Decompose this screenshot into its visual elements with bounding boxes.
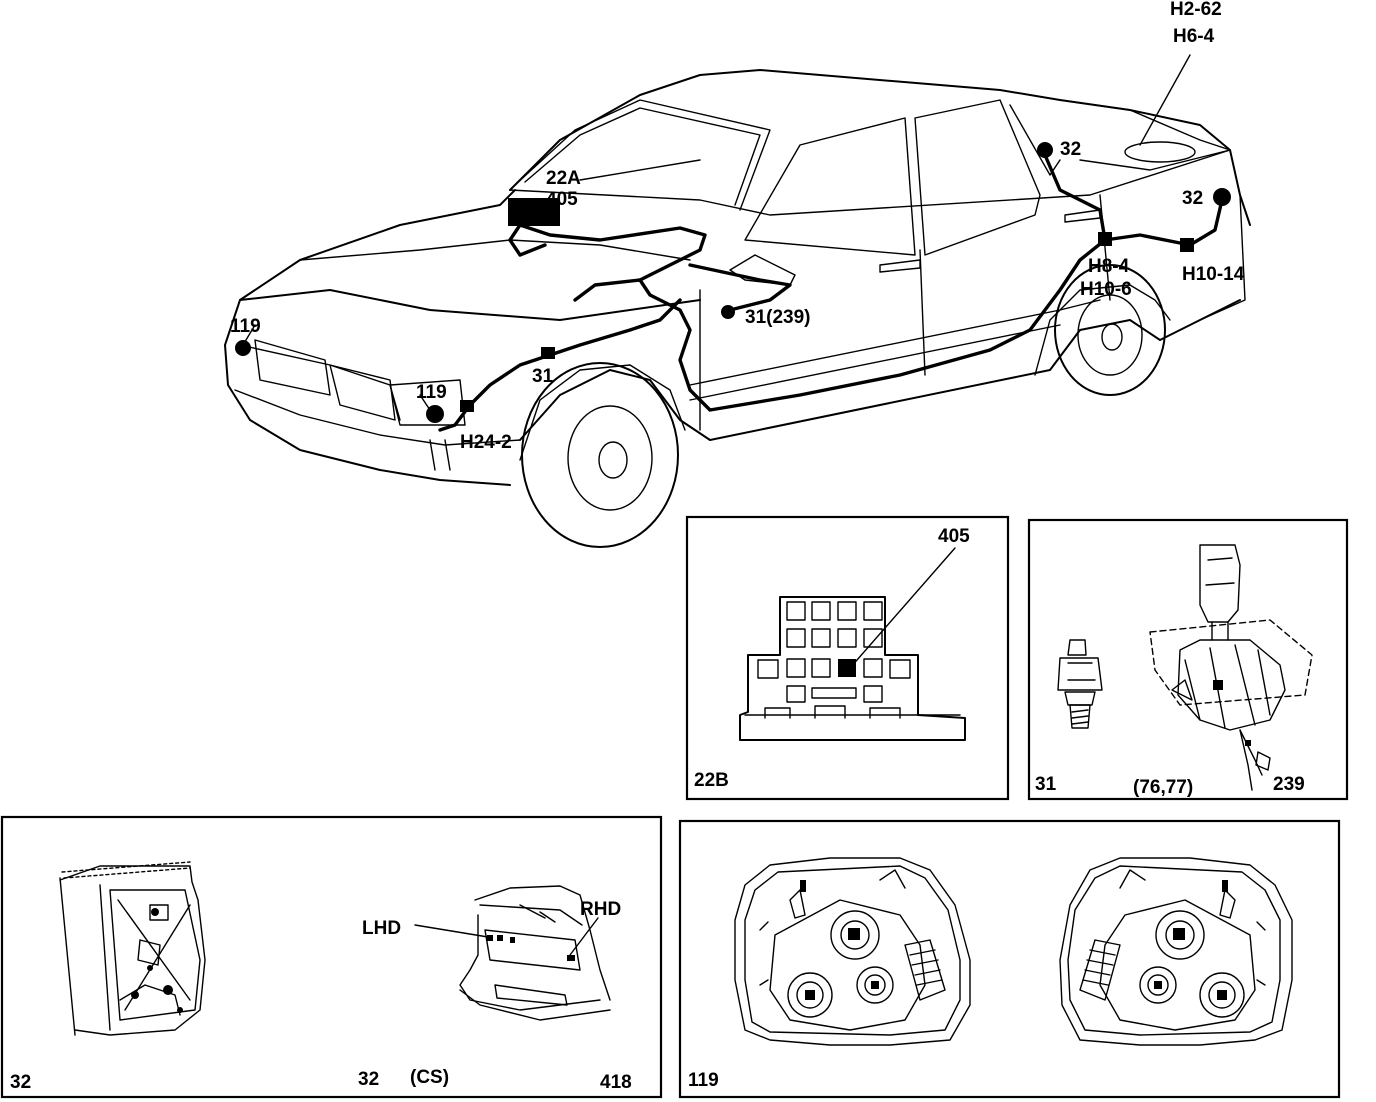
- panel-239-label: 239: [1273, 774, 1305, 795]
- panel-32-code: 32: [358, 1069, 379, 1090]
- panel-22b-callout-405: 405: [938, 526, 970, 547]
- panel-31: [1027, 518, 1349, 801]
- panel-418-label: 418: [600, 1072, 632, 1093]
- callout-32-rear: 32: [1182, 188, 1203, 209]
- panel-31-label: 31: [1035, 774, 1057, 795]
- panel-32-cs: (CS): [410, 1067, 449, 1088]
- callout-119-right: 119: [416, 382, 447, 403]
- panel-119-label: 119: [688, 1070, 719, 1091]
- panel-31-ref: (76,77): [1133, 777, 1193, 798]
- panel-119: [678, 819, 1341, 1099]
- callout-h10-6: H10-6: [1080, 279, 1132, 300]
- callout-h10-14: H10-14: [1182, 264, 1245, 285]
- panel-22b: [685, 515, 1010, 801]
- callout-32-door: 32: [1060, 139, 1081, 160]
- label-rhd: RHD: [580, 899, 621, 920]
- callout-31-239: 31(239): [745, 307, 811, 328]
- panel-32: [0, 815, 663, 1099]
- panel-32-label: 32: [10, 1072, 31, 1093]
- panel-22b-label: 22B: [694, 770, 729, 791]
- car-illustration: [224, 54, 1251, 548]
- callout-h24-2: H24-2: [460, 432, 512, 453]
- callout-h8-4: H8-4: [1088, 256, 1130, 277]
- callout-h6-4: H6-4: [1173, 26, 1215, 47]
- callout-h2-62: H2-62: [1170, 0, 1222, 20]
- callout-119-left: 119: [230, 316, 261, 337]
- callout-405: 405: [546, 189, 578, 210]
- label-lhd: LHD: [362, 918, 401, 939]
- callout-31: 31: [532, 366, 554, 387]
- callout-22a: 22A: [546, 168, 581, 189]
